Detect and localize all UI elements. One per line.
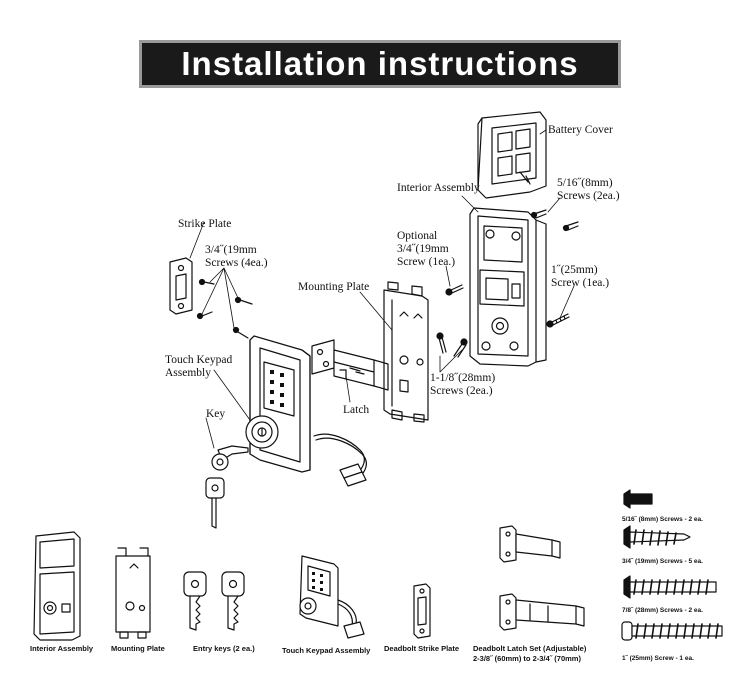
leader-lines xyxy=(189,129,575,449)
screw-label-1in: 1˝ (25mm) Screw - 1 ea. xyxy=(622,655,694,662)
label-touch-keypad: Touch Keypad Assembly xyxy=(165,354,233,379)
label-key: Key xyxy=(206,408,226,420)
label-mounting-plate: Mounting Plate xyxy=(298,281,370,293)
part-label-latchset: Deadbolt Latch Set (Adjustable) xyxy=(473,644,587,653)
part-label-mounting: Mounting Plate xyxy=(111,644,165,653)
screws-3-4-drawing xyxy=(196,278,253,339)
label-screws-5-16: 5/16˝(8mm) Screws (2ea.) xyxy=(557,177,620,202)
part-label-keypad: Touch Keypad Assembly xyxy=(282,646,371,655)
label-latch: Latch xyxy=(343,404,370,416)
bottom-keypad-drawing xyxy=(299,555,365,639)
latch-drawing xyxy=(311,339,389,391)
screw-label-7-8: 7/8˝ (28mm) Screws - 2 ea. xyxy=(622,607,703,614)
page-title: Installation instructions xyxy=(181,45,579,82)
part-label-strike: Deadbolt Strike Plate xyxy=(384,644,460,653)
label-battery-cover: Battery Cover xyxy=(548,124,613,136)
strike-plate-drawing xyxy=(169,257,193,315)
bottom-latch-set-drawing xyxy=(499,525,585,631)
interior-assembly-drawing xyxy=(469,207,547,367)
screws-5-16-drawing xyxy=(530,209,579,232)
label-interior-assembly: Interior Assembly xyxy=(397,182,480,194)
label-screw-1in: 1˝(25mm) Screw (1ea.) xyxy=(551,264,610,289)
screws-1-1-8-drawing xyxy=(436,332,468,358)
optional-screw-drawing xyxy=(445,284,464,296)
title-banner: Installation instructions xyxy=(139,40,621,88)
battery-cover-drawing xyxy=(477,111,547,199)
part-label-keys: Entry keys (2 ea.) xyxy=(193,644,255,653)
label-screws-1-1-8: 1-1/8˝(28mm) Screws (2ea.) xyxy=(430,372,496,397)
bottom-mounting-plate-drawing xyxy=(115,547,151,639)
mounting-plate-drawing xyxy=(383,281,429,423)
screw-3-4-icon xyxy=(623,525,691,549)
label-optional-screw: Optional 3/4˝(19mm Screw (1ea.) xyxy=(397,230,456,268)
screw-label-3-4: 3/4˝ (19mm) Screws - 5 ea. xyxy=(622,558,703,565)
cable-drawing xyxy=(313,433,367,487)
touch-keypad-drawing xyxy=(245,335,311,473)
bottom-strike-plate-drawing xyxy=(413,583,431,639)
screw-5-16-icon xyxy=(623,489,653,509)
bottom-interior-drawing xyxy=(33,531,81,641)
screw-7-8-icon xyxy=(623,575,717,599)
part-label-latchset-size: 2-3/8˝ (60mm) to 2-3/4˝ (70mm) xyxy=(473,654,581,663)
screw-1in-drawing xyxy=(546,313,570,328)
part-label-interior: Interior Assembly xyxy=(30,644,94,653)
screw-1in-icon xyxy=(621,621,723,641)
label-screws-3-4: 3/4˝(19mm Screws (4ea.) xyxy=(205,244,268,269)
label-strike-plate: Strike Plate xyxy=(178,218,232,230)
keys-drawing xyxy=(205,445,249,529)
bottom-keys-drawing xyxy=(183,571,245,631)
screw-label-5-16: 5/16˝ (8mm) Screws - 2 ea. xyxy=(622,516,703,523)
